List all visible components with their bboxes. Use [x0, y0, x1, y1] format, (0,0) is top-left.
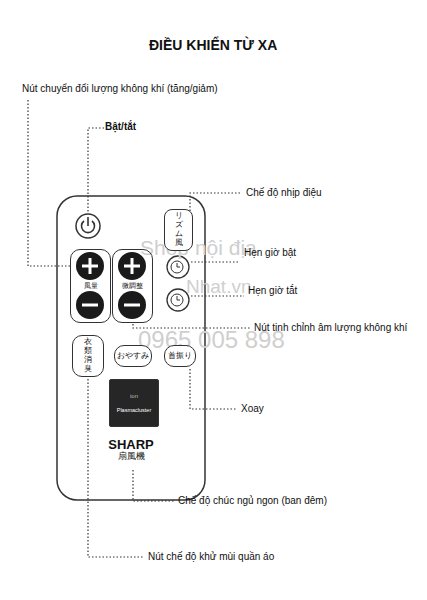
- callout-label: Bật/tắt: [105, 121, 136, 133]
- title: ĐIỀU KHIỂN TỪ XA: [149, 37, 277, 53]
- callout-label: Nút chuyển đổi lượng không khí (tăng/giả…: [22, 83, 218, 95]
- remote-body: SHARP扇風機 リズム 風風量 微調整衣類 消臭 おやすみ 首振り ionPlasmac…: [57, 196, 205, 500]
- power-button: [76, 214, 100, 238]
- sleep-button: おやすみ: [114, 345, 152, 367]
- callout-label: Xoay: [241, 403, 264, 415]
- deodorize-button: 衣類 消臭: [72, 335, 104, 377]
- node-text: 衣類 消臭: [84, 338, 92, 373]
- finetune-group: 微調整: [112, 249, 153, 323]
- node-text: 微調整: [122, 282, 143, 290]
- watermark: Shop nội địa: [140, 236, 257, 260]
- callout-label: Hẹn giờ bật: [244, 247, 296, 259]
- plus-minus-buttons: [76, 252, 146, 319]
- timer-buttons: [167, 256, 189, 311]
- node-text: リズム 風: [175, 212, 183, 247]
- callout-label: Chế độ chúc ngủ ngon (ban đêm): [178, 495, 327, 507]
- node-text: Plasmacluster: [117, 407, 152, 413]
- callout-label: Nút tinh chỉnh âm lượng không khí: [254, 322, 407, 334]
- node-text: 首振り: [168, 352, 192, 361]
- watermark: Nhat.vn: [186, 276, 251, 298]
- remote-body: [57, 196, 205, 500]
- rhythm-button: リズム 風: [164, 209, 193, 251]
- swing-button: 首振り: [164, 345, 196, 367]
- node-text: 風量: [84, 282, 98, 290]
- node-text: おやすみ: [117, 352, 149, 361]
- node-text: SHARP: [108, 438, 154, 452]
- callout-label: Chế độ nhịp điệu: [246, 187, 322, 199]
- plasmacluster-logo: ionPlasmacluster: [109, 379, 159, 427]
- callout-label: Hẹn giờ tắt: [248, 285, 297, 297]
- node-text: ion: [130, 393, 138, 400]
- callout-label: Nút chế độ khử mùi quần áo: [148, 551, 274, 563]
- node-text: 扇風機: [118, 452, 145, 462]
- airflow-group: 風量: [70, 249, 111, 323]
